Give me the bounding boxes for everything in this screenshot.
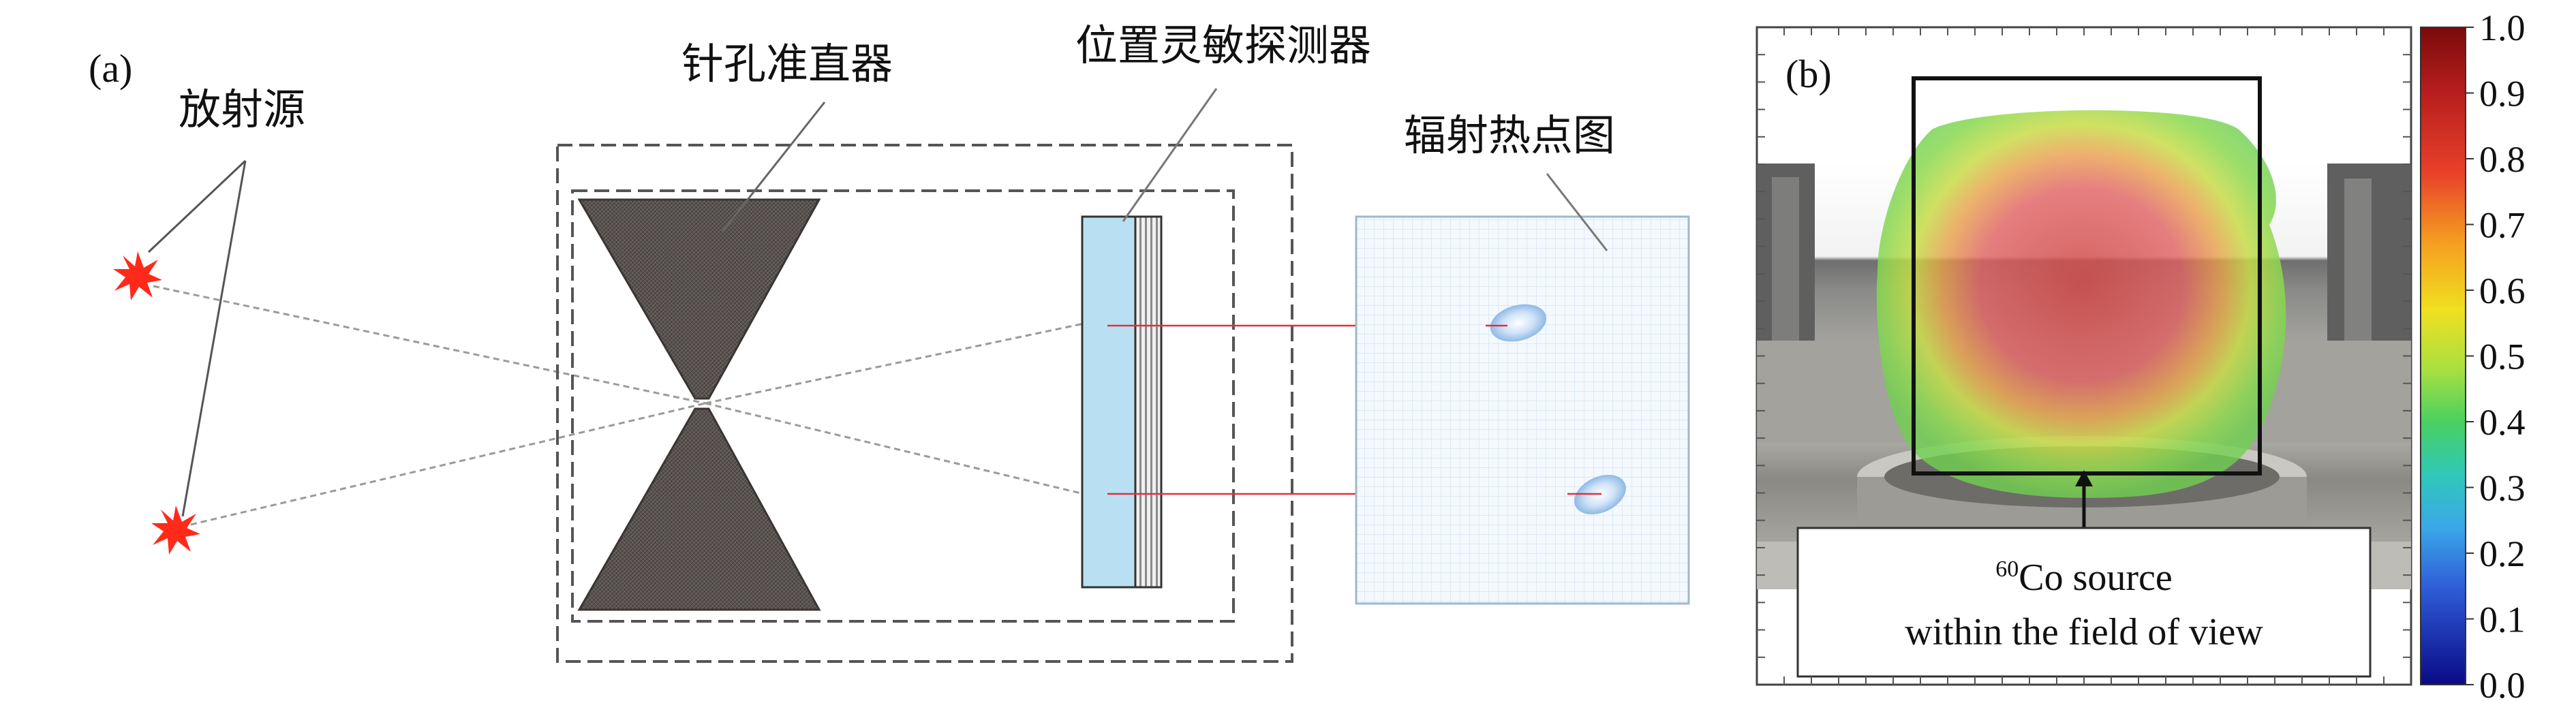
detector-leader (1122, 88, 1218, 222)
detector-crystal (1081, 215, 1137, 589)
detector-readout (1134, 215, 1163, 589)
colorbar-ticks: 1.0 0.9 0.8 0.7 0.6 0.5 0.4 0.3 0.2 0.1 0.0 (2466, 7, 2526, 701)
source-leader-2 (181, 160, 247, 517)
panel-b: 60Co source within the field of view (b)… (1755, 7, 2526, 701)
hotspot-label: 辐射热点图 (1404, 110, 1615, 160)
panel-a-label: (a) (89, 46, 132, 91)
colorbar-tick-label: 0.6 (2479, 270, 2526, 311)
source-label: 放射源 (179, 84, 305, 134)
colorbar-tick-label: 0.0 (2479, 665, 2526, 701)
ray-lower-to-pinhole (190, 402, 706, 526)
colorbar-tick-label: 0.2 (2479, 533, 2526, 574)
hotspot-map (1355, 215, 1690, 605)
ray-lower-to-detector (705, 322, 1084, 405)
colorbar-tick-label: 1.0 (2479, 7, 2526, 48)
panel-b-label: (b) (1785, 52, 1832, 96)
hotspot-leader (1546, 173, 1608, 251)
annotation-line1: 60Co source (1995, 557, 2173, 599)
field-of-view-box (1912, 76, 2262, 476)
source-leader-1 (147, 159, 247, 253)
annotation-line2: within the field of view (1905, 611, 2263, 653)
colorbar-tick-label: 0.3 (2479, 468, 2526, 509)
colorbar-tick-label: 0.7 (2479, 205, 2526, 246)
radiation-source-icon (151, 505, 200, 555)
colorbar-tick-label: 0.9 (2479, 74, 2526, 114)
annotation-line1-rest: Co source (2019, 557, 2173, 599)
annotation-arrowhead (2075, 470, 2093, 486)
colorbar (2420, 27, 2466, 685)
colorbar-tick-label: 0.8 (2479, 139, 2526, 180)
collimator-label: 针孔准直器 (681, 39, 893, 89)
collimator-cone-top (577, 198, 821, 400)
annotation-superscript: 60 (1995, 557, 2019, 582)
frame-ticks (1757, 27, 2411, 685)
panel-a: (a) 放射源 针孔准直器 位置灵敏探测器 (89, 20, 1690, 663)
detector-label: 位置灵敏探测器 (1075, 20, 1371, 70)
collimator-inner-box (571, 189, 1235, 623)
collimator-leader (721, 102, 826, 232)
radiation-source-icon (113, 251, 162, 300)
colorbar-tick-label: 0.4 (2479, 402, 2526, 443)
annotation-box (1796, 527, 2372, 678)
ray-upper-to-pinhole (153, 285, 706, 405)
collimator-cone-bottom (577, 407, 821, 611)
heatmap-overlay (1876, 110, 2286, 498)
collimator-outer-box (556, 144, 1293, 663)
hotspot-upper (1490, 304, 1547, 342)
ray-upper-to-detector (705, 402, 1084, 495)
colorbar-tick-label: 0.1 (2479, 599, 2526, 640)
colorbar-tick-label: 0.5 (2479, 337, 2526, 377)
